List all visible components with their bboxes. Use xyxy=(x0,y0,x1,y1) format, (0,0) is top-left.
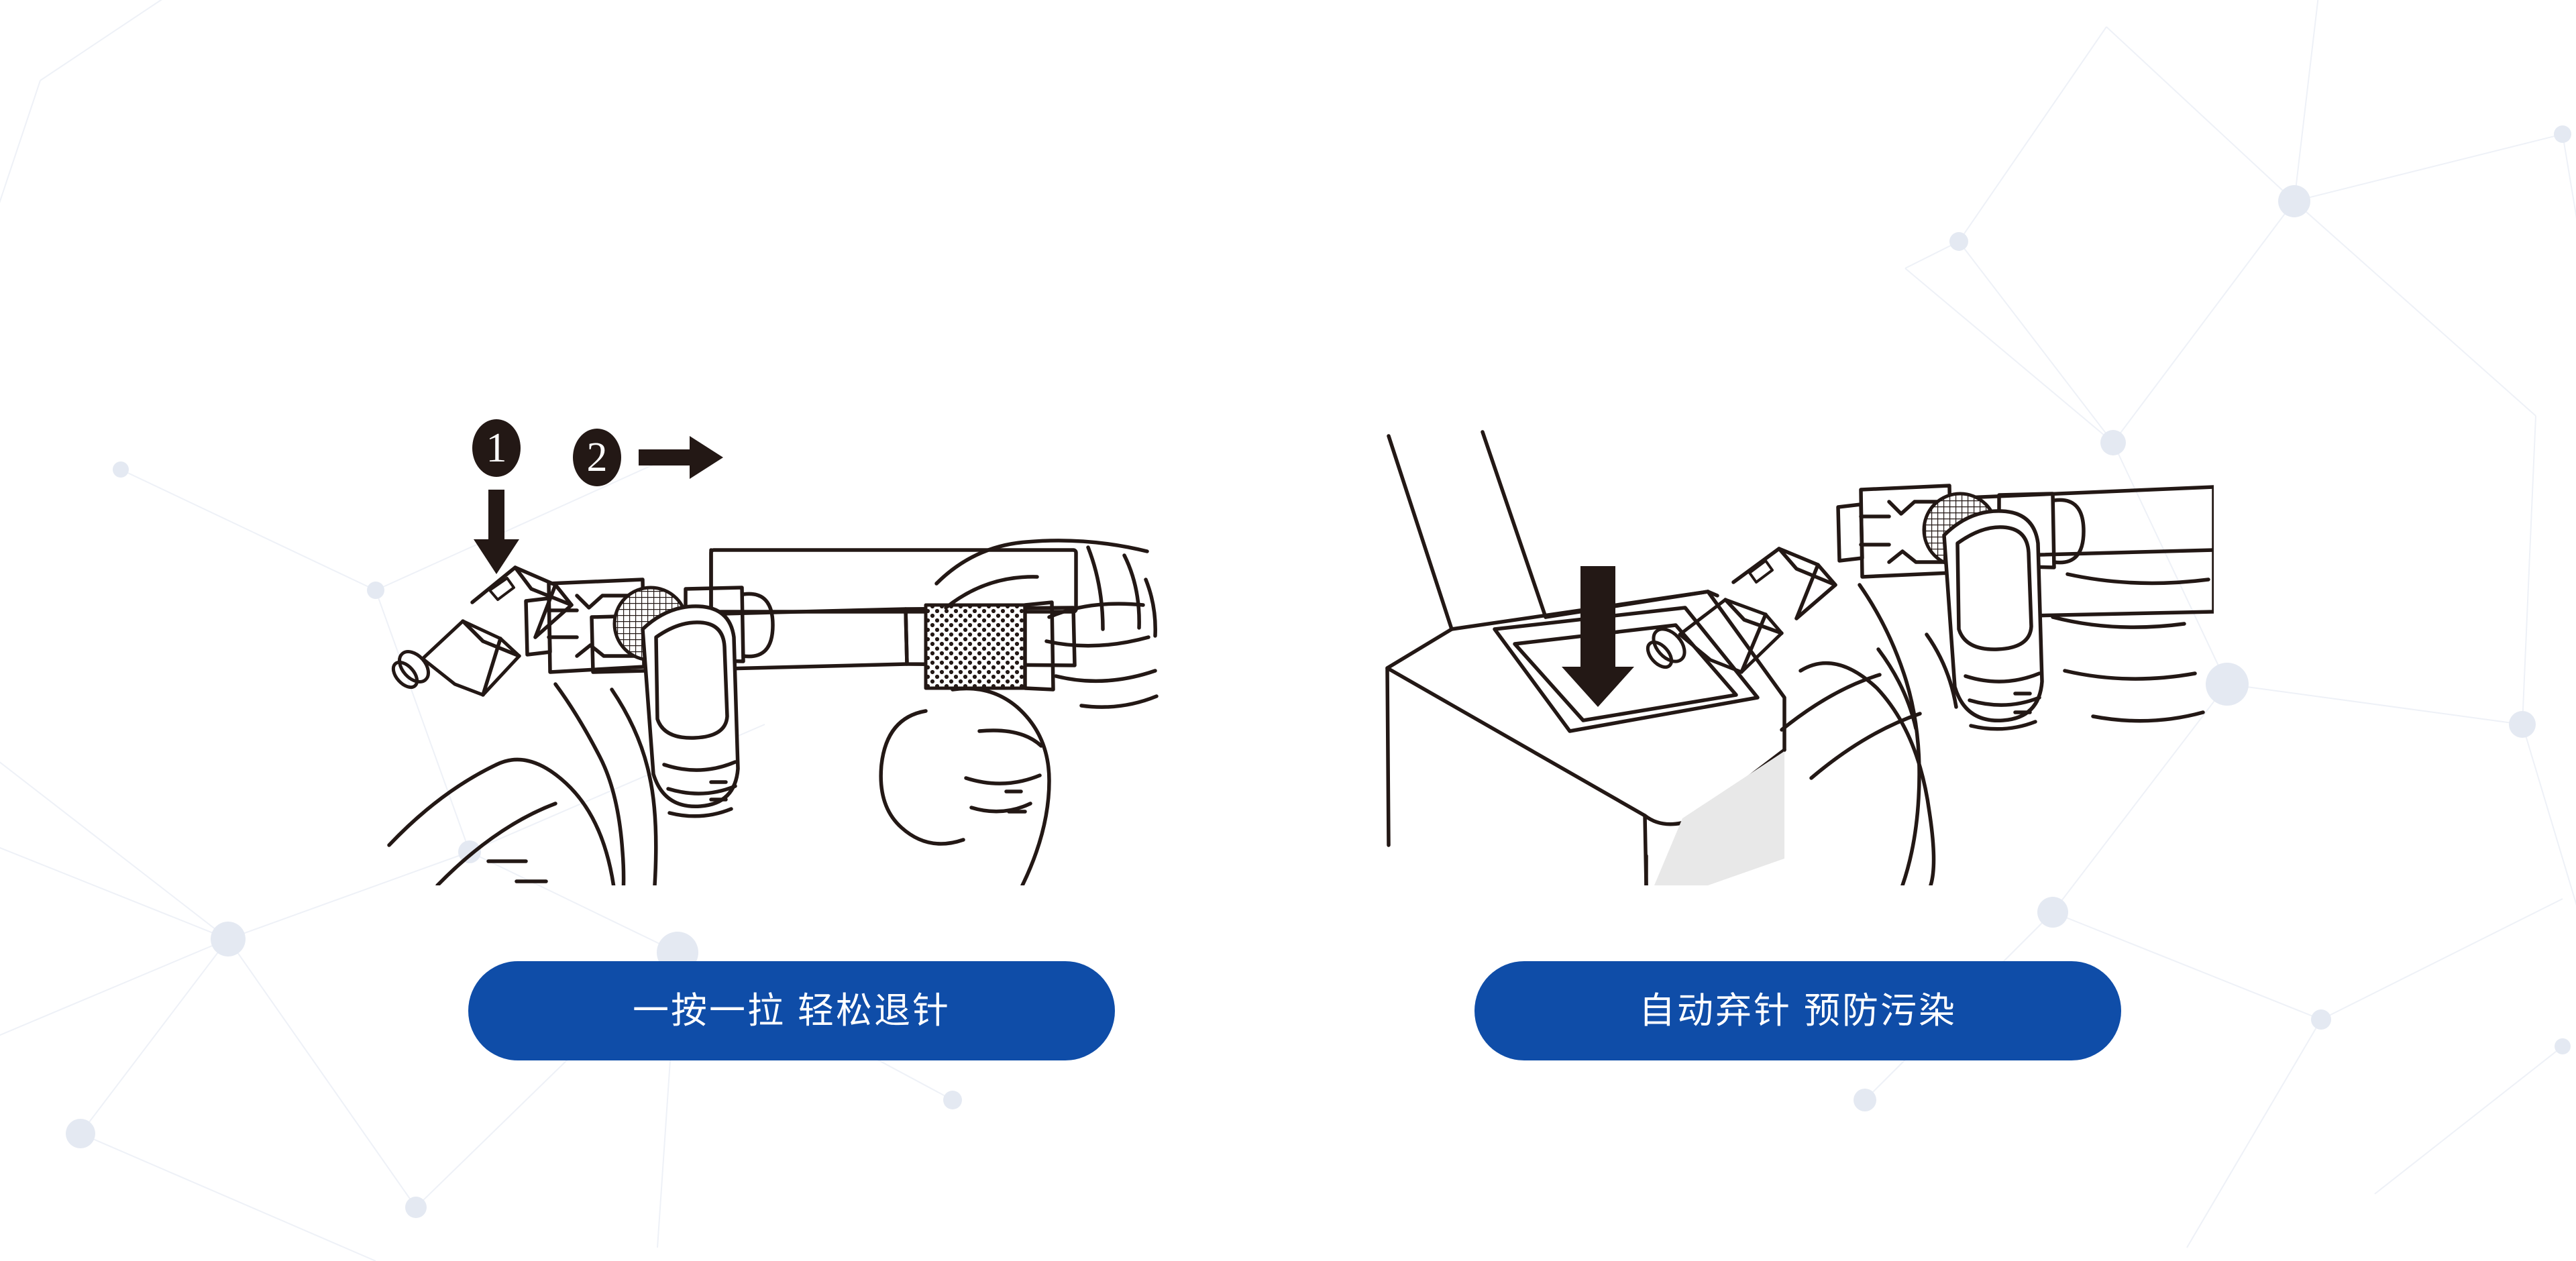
holding-hand-right xyxy=(1780,572,2210,885)
caption-auto-discard-needle[interactable]: 自动弃针 预防污染 xyxy=(1474,961,2121,1060)
panel-auto-discard-needle: 自动弃针 预防污染 xyxy=(1382,416,2214,1060)
falling-needle-assembly xyxy=(1646,547,1837,674)
panel-retract-needle: 1 2 xyxy=(376,416,1208,1060)
pressing-thumb xyxy=(641,604,740,818)
pen-knurled-grip xyxy=(924,600,1055,692)
container-shadow xyxy=(1654,751,1784,885)
drop-arrow-icon xyxy=(1562,566,1634,707)
illustration-auto-discard-needle xyxy=(1382,416,2214,885)
pressing-thumb-right xyxy=(1942,509,2044,731)
gripping-hand-right xyxy=(879,539,1159,885)
sharps-container xyxy=(1385,430,1786,885)
caption-retract-needle[interactable]: 一按一拉 轻松退针 xyxy=(468,961,1115,1060)
holding-hand-left xyxy=(387,682,658,885)
svg-text:2: 2 xyxy=(587,435,608,480)
step-marker-1: 1 xyxy=(472,419,521,574)
svg-text:1: 1 xyxy=(486,425,507,471)
ejected-needle-assembly xyxy=(391,565,574,697)
insulin-pen-body xyxy=(590,548,1078,674)
step-marker-2: 2 xyxy=(573,429,723,486)
illustration-retract-needle: 1 2 xyxy=(376,416,1208,885)
